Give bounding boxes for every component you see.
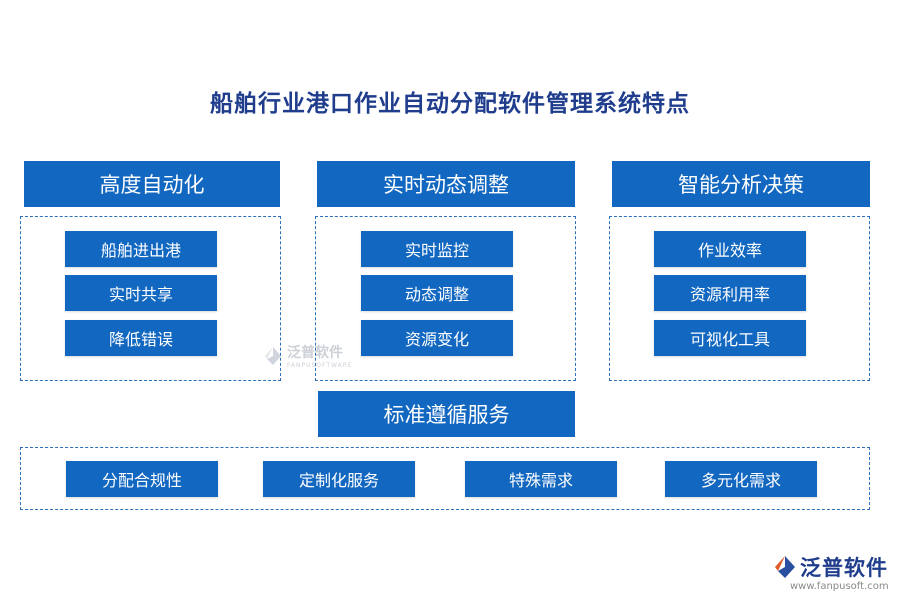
section-group-automation [20, 216, 281, 381]
watermark-text: 泛普软件 [287, 345, 343, 361]
watermark: 泛普软件 FANPUSOFTWARE [262, 342, 353, 369]
item-realtime-share: 实时共享 [65, 275, 217, 311]
item-dynamic-adjust: 动态调整 [361, 275, 513, 311]
brand-logo: 泛普软件 [772, 552, 888, 582]
section-heading-automation: 高度自动化 [24, 161, 280, 207]
brand-logo-icon [775, 556, 795, 578]
item-vessel-port: 船舶进出港 [65, 231, 217, 267]
section-group-analysis [609, 216, 870, 381]
brand-name: 泛普软件 [800, 556, 888, 580]
watermark-subtext: FANPUSOFTWARE [287, 362, 353, 369]
section-heading-analysis: 智能分析决策 [612, 161, 870, 207]
section-heading-dynamic: 实时动态调整 [317, 161, 575, 207]
item-work-efficiency: 作业效率 [654, 231, 806, 267]
brand-url: www.fanpusoft.com [790, 581, 889, 592]
item-resource-change: 资源变化 [361, 320, 513, 356]
item-reduce-errors: 降低错误 [65, 320, 217, 356]
section-heading-standards: 标准遵循服务 [318, 391, 575, 437]
item-allocation-compliance: 分配合规性 [66, 461, 218, 497]
item-diverse-needs: 多元化需求 [665, 461, 817, 497]
page-title: 船舶行业港口作业自动分配软件管理系统特点 [210, 91, 690, 117]
item-visual-tools: 可视化工具 [654, 320, 806, 356]
item-resource-utilization: 资源利用率 [654, 275, 806, 311]
section-group-dynamic [315, 216, 576, 381]
item-custom-service: 定制化服务 [263, 461, 415, 497]
section-group-standards [20, 447, 870, 510]
item-special-needs: 特殊需求 [465, 461, 617, 497]
watermark-logo-icon [265, 346, 281, 365]
item-realtime-monitor: 实时监控 [361, 231, 513, 267]
